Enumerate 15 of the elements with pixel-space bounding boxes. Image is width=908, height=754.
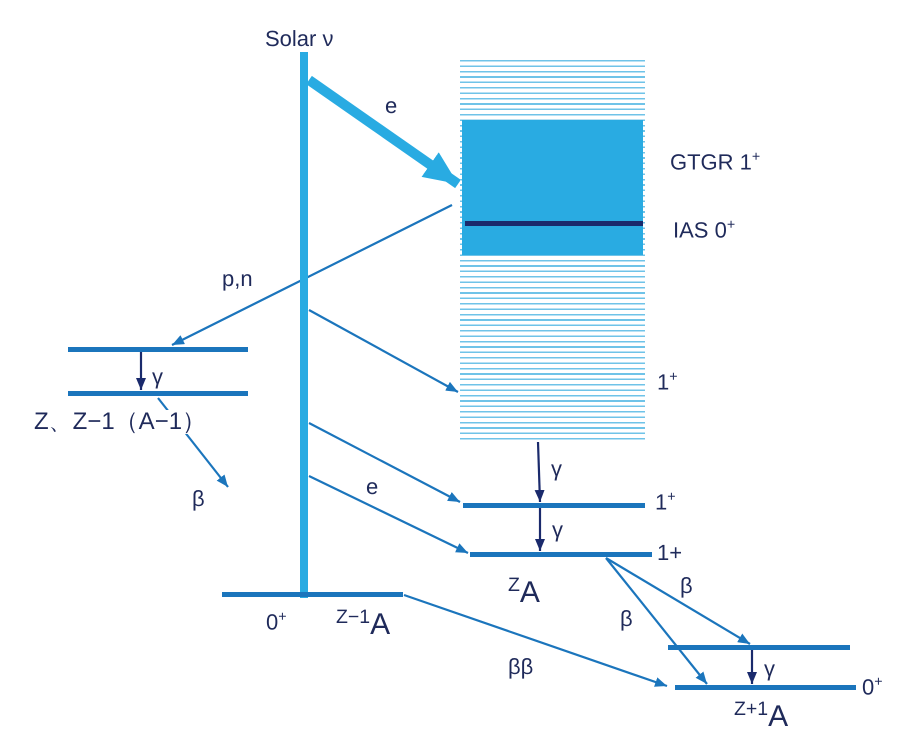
arrow xyxy=(136,352,146,390)
arrow xyxy=(404,594,668,688)
resonance-block xyxy=(462,120,643,255)
arrow xyxy=(308,475,468,554)
arrow xyxy=(605,557,708,685)
arrow xyxy=(308,422,460,503)
hatched-band xyxy=(460,60,645,442)
arrow xyxy=(172,204,452,346)
arrow xyxy=(605,557,751,645)
arrow xyxy=(747,650,757,684)
arrow xyxy=(534,442,545,502)
arrow xyxy=(535,508,545,551)
arrow xyxy=(308,309,459,393)
arrow xyxy=(306,76,461,188)
node-label: Solar ν xyxy=(265,28,334,50)
